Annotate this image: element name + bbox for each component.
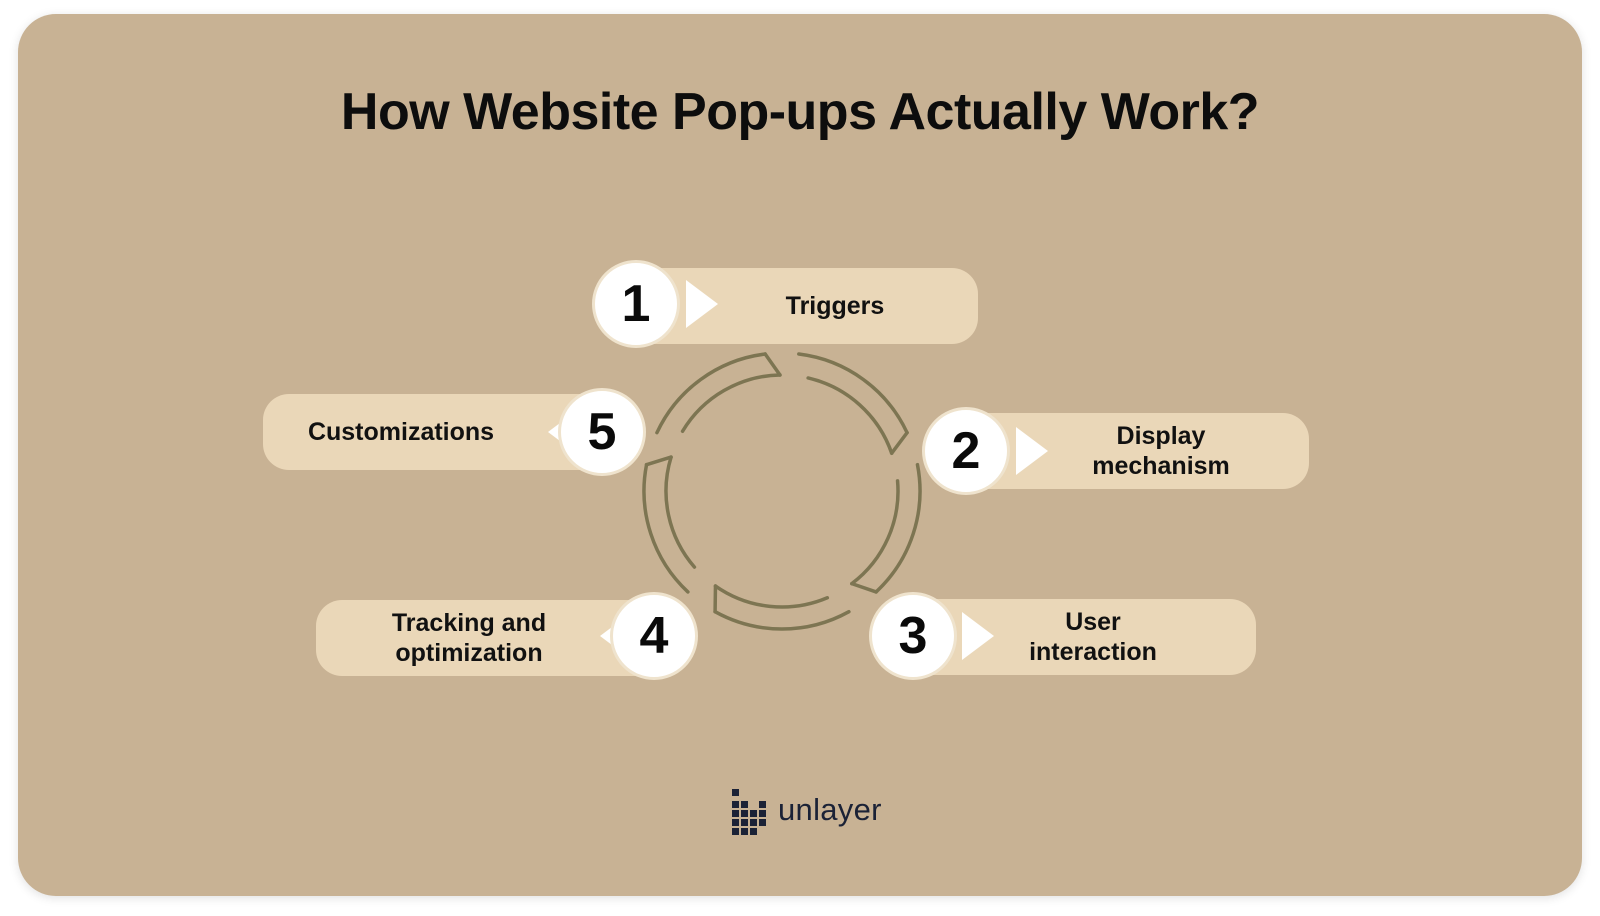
cycle-ring — [642, 352, 922, 631]
ring-arc-3-inner — [713, 584, 830, 609]
step-3-pointer — [962, 612, 994, 660]
step-5-number: 5 — [558, 388, 646, 476]
ring-arc-2-outer — [874, 462, 922, 594]
step-1-pointer — [686, 280, 718, 328]
ring-arc-3-outer — [713, 609, 851, 631]
ring-arc-2-inner — [850, 479, 900, 586]
infographic-card: How Website Pop-ups Actually Work? Trigg… — [18, 14, 1582, 896]
brand-name: unlayer — [778, 792, 882, 827]
step-4-number: 4 — [610, 592, 698, 680]
step-1-number: 1 — [592, 260, 680, 348]
ring-arc-1-inner — [806, 376, 894, 455]
step-3-number: 3 — [869, 592, 957, 680]
step-2-pointer — [1016, 427, 1048, 475]
step-3-label: User interaction — [1029, 608, 1157, 666]
ring-arc-4-inner — [664, 455, 697, 569]
unlayer-logo: unlayer — [732, 789, 882, 837]
ring-notch-1 — [889, 430, 909, 455]
step-4-label: Tracking and optimization — [391, 609, 547, 667]
ring-notch-4 — [644, 455, 673, 467]
ring-arc-1-outer — [797, 352, 909, 435]
page-title: How Website Pop-ups Actually Work? — [340, 83, 1260, 141]
step-2-label: Display mechanism — [1092, 422, 1230, 480]
step-5-label: Customizations — [307, 418, 495, 446]
step-2-number: 2 — [922, 407, 1010, 495]
ring-arc-4-outer — [642, 462, 690, 594]
ring-arc-5-inner — [680, 373, 782, 434]
ring-notch-5 — [763, 352, 782, 377]
ring-notch-2 — [850, 581, 878, 594]
unlayer-logo-mark-icon — [732, 789, 766, 835]
step-1-label: Triggers — [785, 292, 885, 320]
ring-arc-5-outer — [655, 352, 767, 435]
